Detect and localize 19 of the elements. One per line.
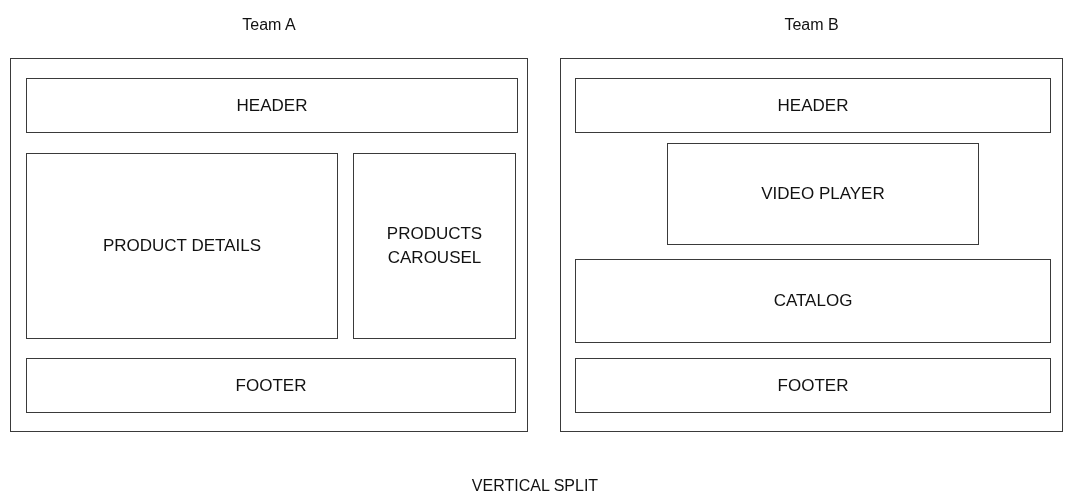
section-box bbox=[26, 153, 338, 339]
section-box bbox=[575, 358, 1051, 413]
section-box bbox=[26, 358, 516, 413]
section-label: CATALOG bbox=[772, 290, 854, 312]
team-heading: Team B bbox=[783, 15, 840, 35]
section-label: PRODUCT DETAILS bbox=[101, 235, 263, 257]
section-label: VIDEO PLAYER bbox=[760, 183, 886, 205]
section-label: HEADER bbox=[776, 94, 850, 117]
section-box bbox=[353, 153, 516, 339]
caption: VERTICAL SPLIT bbox=[470, 476, 600, 496]
section-label: FOOTER bbox=[776, 374, 850, 397]
section-box bbox=[26, 78, 518, 133]
section-label: HEADER bbox=[235, 94, 309, 117]
section-label: PRODUCTS CAROUSEL bbox=[385, 223, 484, 269]
section-box bbox=[575, 78, 1051, 133]
section-label: FOOTER bbox=[234, 374, 308, 397]
section-box bbox=[575, 259, 1051, 343]
team-heading: Team A bbox=[241, 15, 297, 35]
section-box bbox=[667, 143, 979, 245]
